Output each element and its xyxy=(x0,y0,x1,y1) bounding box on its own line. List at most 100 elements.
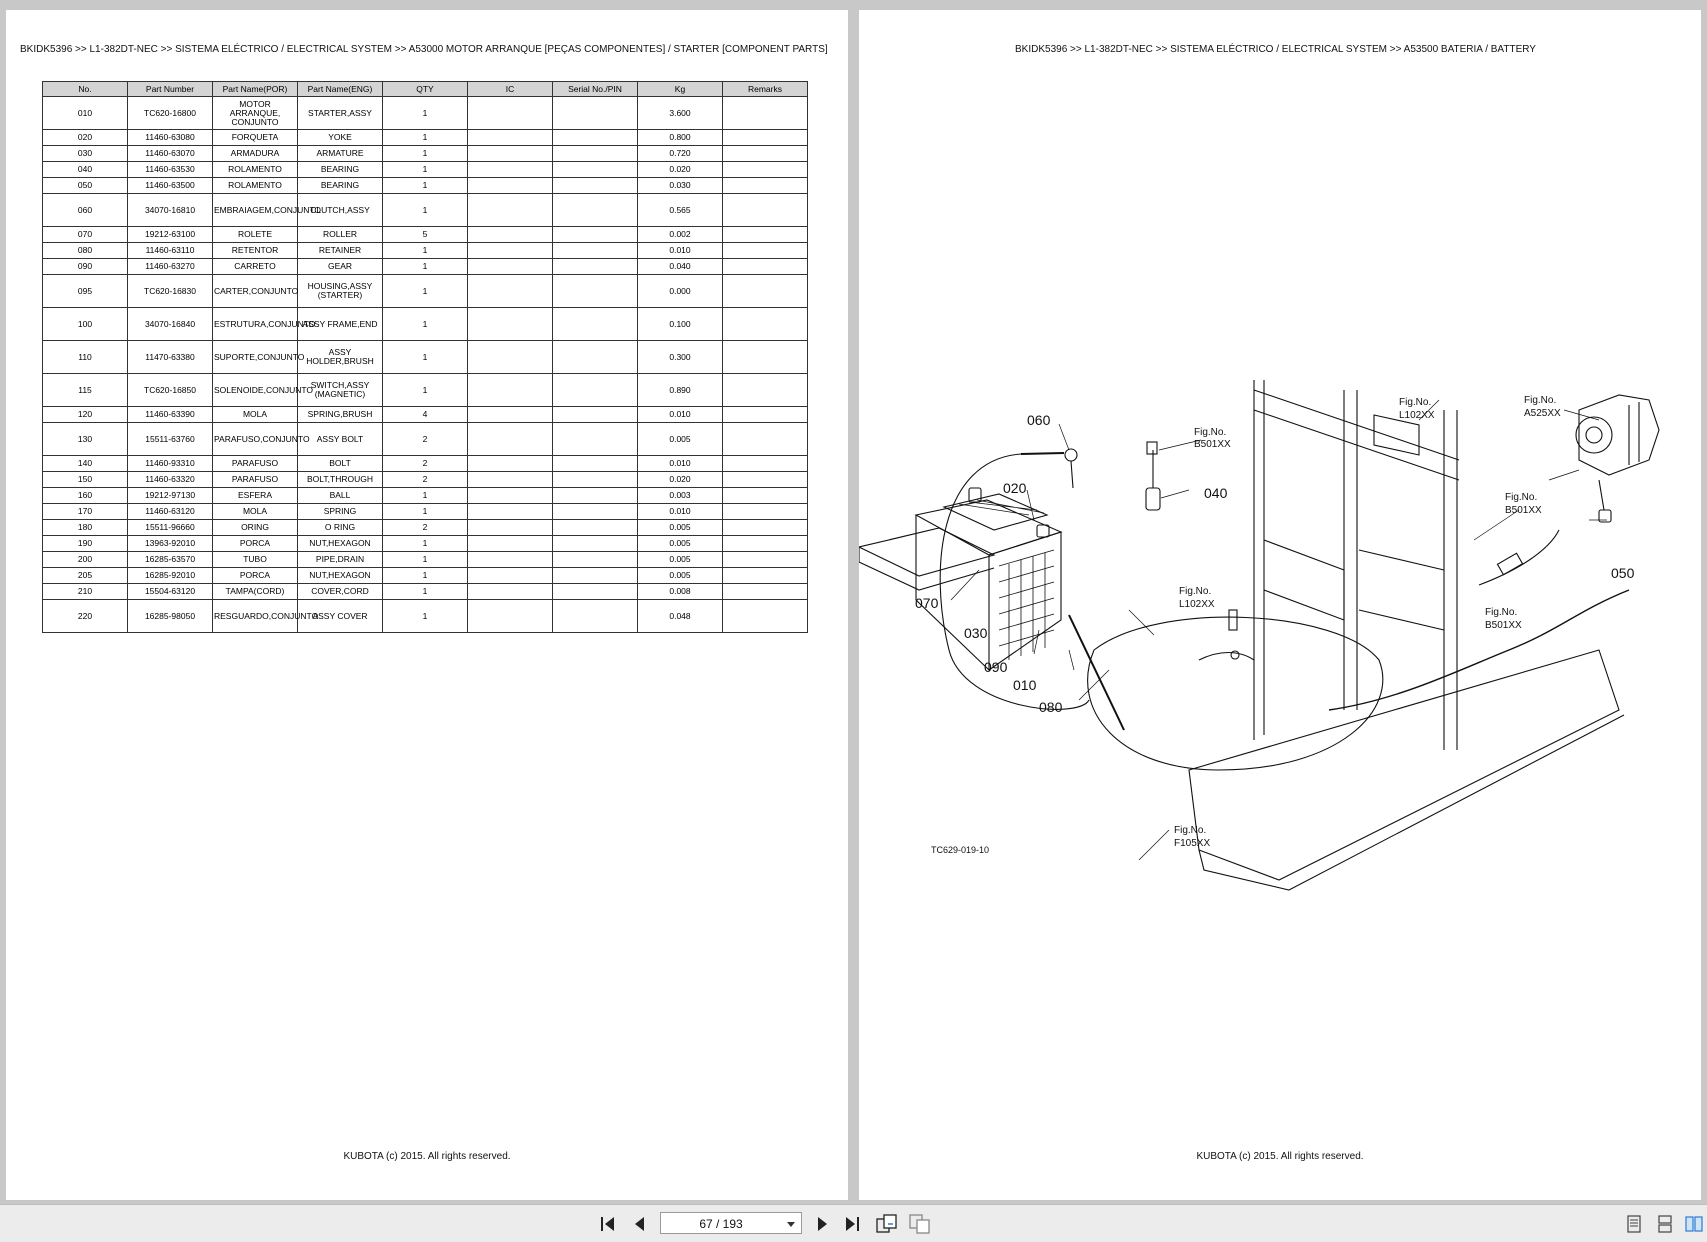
table-cell-remarks xyxy=(722,145,808,162)
fig-ref-a525: A525XX xyxy=(1524,408,1561,419)
spread-view-button[interactable] xyxy=(1685,1215,1703,1233)
table-cell-no: 050 xyxy=(42,177,128,194)
right-page: BKIDK5396 >> L1-382DT-NEC >> SISTEMA ELÉ… xyxy=(859,10,1701,1200)
starter-motor xyxy=(1575,394,1660,476)
last-page-button[interactable] xyxy=(843,1214,863,1234)
table-cell-por: ARMADURA xyxy=(212,145,298,162)
table-cell-kg: 0.030 xyxy=(637,177,723,194)
table-cell-ic xyxy=(467,96,553,130)
terminal-050 xyxy=(1598,509,1612,523)
table-cell-remarks xyxy=(722,567,808,584)
table-cell-ic xyxy=(467,406,553,423)
table-cell-part: TC620-16850 xyxy=(127,373,213,407)
table-cell-qty: 2 xyxy=(382,519,468,536)
table-cell-serial xyxy=(552,471,638,488)
table-cell-eng: O RING xyxy=(297,519,383,536)
table-cell-no: 170 xyxy=(42,503,128,520)
table-cell-serial xyxy=(552,422,638,456)
next-page-button[interactable] xyxy=(812,1214,832,1234)
frame-upright-mid xyxy=(1343,390,1358,710)
table-cell-eng: RETAINER xyxy=(297,242,383,259)
table-cell-part: 16285-92010 xyxy=(127,567,213,584)
single-page-view-button[interactable] xyxy=(1625,1215,1643,1233)
table-cell-remarks xyxy=(722,455,808,472)
table-cell-ic xyxy=(467,519,553,536)
table-cell-part: 11460-63080 xyxy=(127,129,213,146)
fig-label: Fig.No. xyxy=(1179,586,1211,597)
continuous-view-icon xyxy=(876,1214,897,1233)
table-cell-no: 090 xyxy=(42,258,128,275)
table-cell-qty: 1 xyxy=(382,258,468,275)
page-number-select[interactable]: 67 / 193 xyxy=(660,1212,802,1234)
scroll-view-button[interactable] xyxy=(1656,1215,1674,1233)
col-header: Part Number xyxy=(127,81,213,97)
table-cell-remarks xyxy=(722,406,808,423)
table-cell-part: 11460-63530 xyxy=(127,161,213,178)
table-cell-no: 200 xyxy=(42,551,128,568)
table-cell-ic xyxy=(467,340,553,374)
first-page-button[interactable] xyxy=(598,1214,618,1234)
table-cell-kg: 0.005 xyxy=(637,535,723,552)
table-cell-remarks xyxy=(722,226,808,243)
right-page-footer: KUBOTA (c) 2015. All rights reserved. xyxy=(1196,1151,1364,1162)
battery-label xyxy=(942,493,1049,531)
table-cell-kg: 0.565 xyxy=(637,193,723,227)
table-cell-kg: 0.005 xyxy=(637,519,723,536)
table-cell-serial xyxy=(552,567,638,584)
table-cell-kg: 0.005 xyxy=(637,551,723,568)
table-cell-kg: 0.000 xyxy=(637,274,723,308)
table-cell-serial xyxy=(552,503,638,520)
table-cell-eng: ASSY BOLT xyxy=(297,422,383,456)
table-cell-no: 190 xyxy=(42,535,128,552)
table-cell-qty: 1 xyxy=(382,193,468,227)
table-cell-remarks xyxy=(722,242,808,259)
table-cell-remarks xyxy=(722,340,808,374)
col-header: No. xyxy=(42,81,128,97)
table-cell-serial xyxy=(552,274,638,308)
table-cell-eng: BOLT,THROUGH xyxy=(297,471,383,488)
table-cell-qty: 1 xyxy=(382,145,468,162)
table-cell-eng: HOUSING,ASSY (STARTER) xyxy=(297,274,383,308)
callout-030: 030 xyxy=(964,625,988,641)
table-cell-ic xyxy=(467,487,553,504)
table-cell-remarks xyxy=(722,161,808,178)
fig-label: Fig.No. xyxy=(1505,492,1537,503)
battery-cable-loop xyxy=(939,453,1090,710)
table-cell-por: SOLENOIDE,CONJUNTO xyxy=(212,373,313,407)
table-cell-kg: 0.002 xyxy=(637,226,723,243)
table-cell-kg: 0.005 xyxy=(637,422,723,456)
table-cell-qty: 1 xyxy=(382,487,468,504)
right-page-header: BKIDK5396 >> L1-382DT-NEC >> SISTEMA ELÉ… xyxy=(1015,44,1536,55)
table-cell-serial xyxy=(552,258,638,275)
callout-060: 060 xyxy=(1027,412,1051,428)
table-cell-ic xyxy=(467,535,553,552)
table-cell-kg: 0.008 xyxy=(637,583,723,600)
drawing-code: TC629-019-10 xyxy=(931,845,989,855)
table-cell-remarks xyxy=(722,422,808,456)
table-cell-kg: 0.800 xyxy=(637,129,723,146)
table-cell-eng: BEARING xyxy=(297,177,383,194)
table-cell-kg: 0.720 xyxy=(637,145,723,162)
table-cell-no: 070 xyxy=(42,226,128,243)
prev-page-button[interactable] xyxy=(630,1214,650,1234)
table-cell-serial xyxy=(552,226,638,243)
two-page-view-button[interactable] xyxy=(909,1214,930,1234)
continuous-view-button[interactable] xyxy=(876,1214,897,1234)
table-cell-qty: 5 xyxy=(382,226,468,243)
table-cell-part: 13963-92010 xyxy=(127,535,213,552)
table-cell-ic xyxy=(467,145,553,162)
table-cell-no: 110 xyxy=(42,340,128,374)
table-cell-por: ORING xyxy=(212,519,298,536)
table-cell-eng: COVER,CORD xyxy=(297,583,383,600)
table-cell-no: 020 xyxy=(42,129,128,146)
table-cell-serial xyxy=(552,519,638,536)
table-cell-ic xyxy=(467,129,553,146)
col-header: Part Name(ENG) xyxy=(297,81,383,97)
fig-ref-f105: F105XX xyxy=(1174,838,1210,849)
